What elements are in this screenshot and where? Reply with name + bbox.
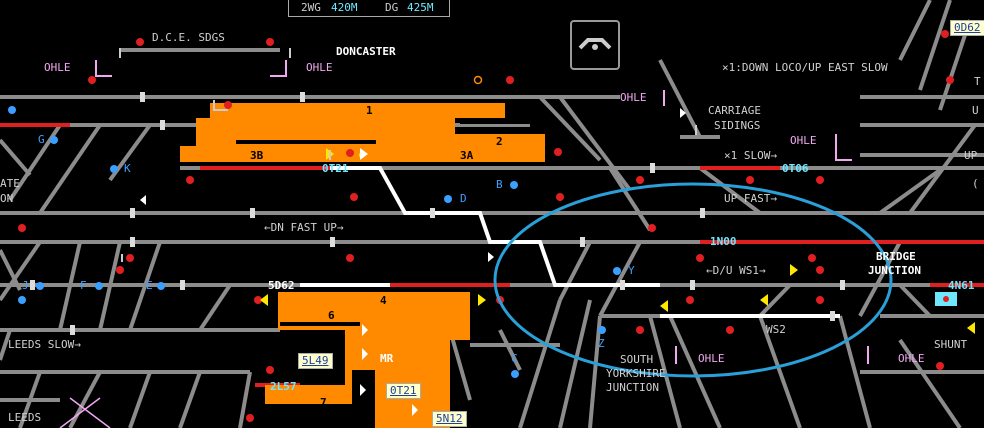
platform-6-label: 6 [328,309,335,322]
sidings-label: SIDINGS [714,119,761,132]
south-label: SOUTH [620,353,654,366]
headcode-4n61[interactable]: 4N61 [948,279,975,292]
down-loco-label: ×1:DOWN LOCO/UP EAST SLOW [722,61,888,74]
headcode-box-0t21[interactable]: 0T21 [386,383,421,399]
dn-fast-up-label: ←DN FAST UP→ [264,221,344,234]
ws2-label: WS2 [766,323,786,336]
ate-label: ATE [0,177,20,190]
slow-label: ×1 SLOW→ [724,149,777,162]
leeds-label: LEEDS [8,411,42,424]
ohle-label: OHLE [44,61,71,74]
platform-2-label: 2 [496,135,503,148]
berth-k-label: K [124,162,131,175]
ohle-label: OHLE [306,61,333,74]
ohle-label: OHLE [620,91,647,104]
ohle-label: OHLE [698,352,725,365]
berth-b-label: B [496,178,503,191]
up-cut-label: UP [964,149,978,162]
platform-3a-label: 3A [460,149,474,162]
berth-y-label: Y [628,264,635,277]
doncaster-label: DONCASTER [336,45,396,58]
speed-a-label: 2WG [301,1,321,14]
tv-icon[interactable] [570,20,620,70]
paren-label: ( [972,177,979,190]
headcode-1n00[interactable]: 1N00 [710,235,737,248]
shunt-label: SHUNT [934,338,968,351]
headcode-box-5n12[interactable]: 5N12 [432,411,467,427]
platform-8-label: 8 [366,411,373,424]
sy-junction-label: JUNCTION [606,381,659,394]
berth-c-label: C [511,352,518,365]
u-cut-label: U [972,104,979,117]
headcode-box-0d62[interactable]: 0D62 [950,20,984,36]
speed-b-label: DG [385,1,399,14]
headcode-0t06[interactable]: 0T06 [782,162,809,175]
speed-a-value: 420M [331,1,358,14]
headcode-5d62[interactable]: 5D62 [268,279,295,292]
t-cut-label: T [974,75,981,88]
headcode-2l57[interactable]: 2L57 [270,380,297,393]
berth-e-label: E [146,279,153,292]
leeds-slow-label: LEEDS SLOW→ [8,338,81,351]
platform-1-label: 1 [366,104,373,117]
bridge-label: BRIDGE [876,250,916,263]
platform-7-label: 7 [320,396,327,409]
du-ws1-label: ←D/U WS1→ [706,264,766,277]
on-label: ON [0,192,14,205]
platform-4-label: 4 [380,294,387,307]
ohle-label: OHLE [898,352,925,365]
up-fast-label: UP FAST→ [724,192,777,205]
berth-z-label: Z [598,337,605,350]
speed-b-value: 425M [407,1,434,14]
headcode-box-5l49[interactable]: 5L49 [298,353,333,369]
berth-g-label: G [38,133,45,146]
mr-label: MR [380,352,394,365]
ohle-label: OHLE [790,134,817,147]
yorkshire-label: YORKSHIRE [606,367,666,380]
platform-3b-label: 3B [250,149,264,162]
carriage-label: CARRIAGE [708,104,761,117]
platform-5-label: 5 [476,324,483,337]
speed-readout: 2WG 420M DG 425M [288,0,450,17]
junction-label: JUNCTION [868,264,921,277]
berth-d-label: D [460,192,467,205]
berth-f-label: F [80,279,87,292]
headcode-0t21[interactable]: 0T21 [322,162,349,175]
dce-sidings-label: D.C.E. SDGS [152,31,225,44]
berth-j-label: J [22,279,29,292]
